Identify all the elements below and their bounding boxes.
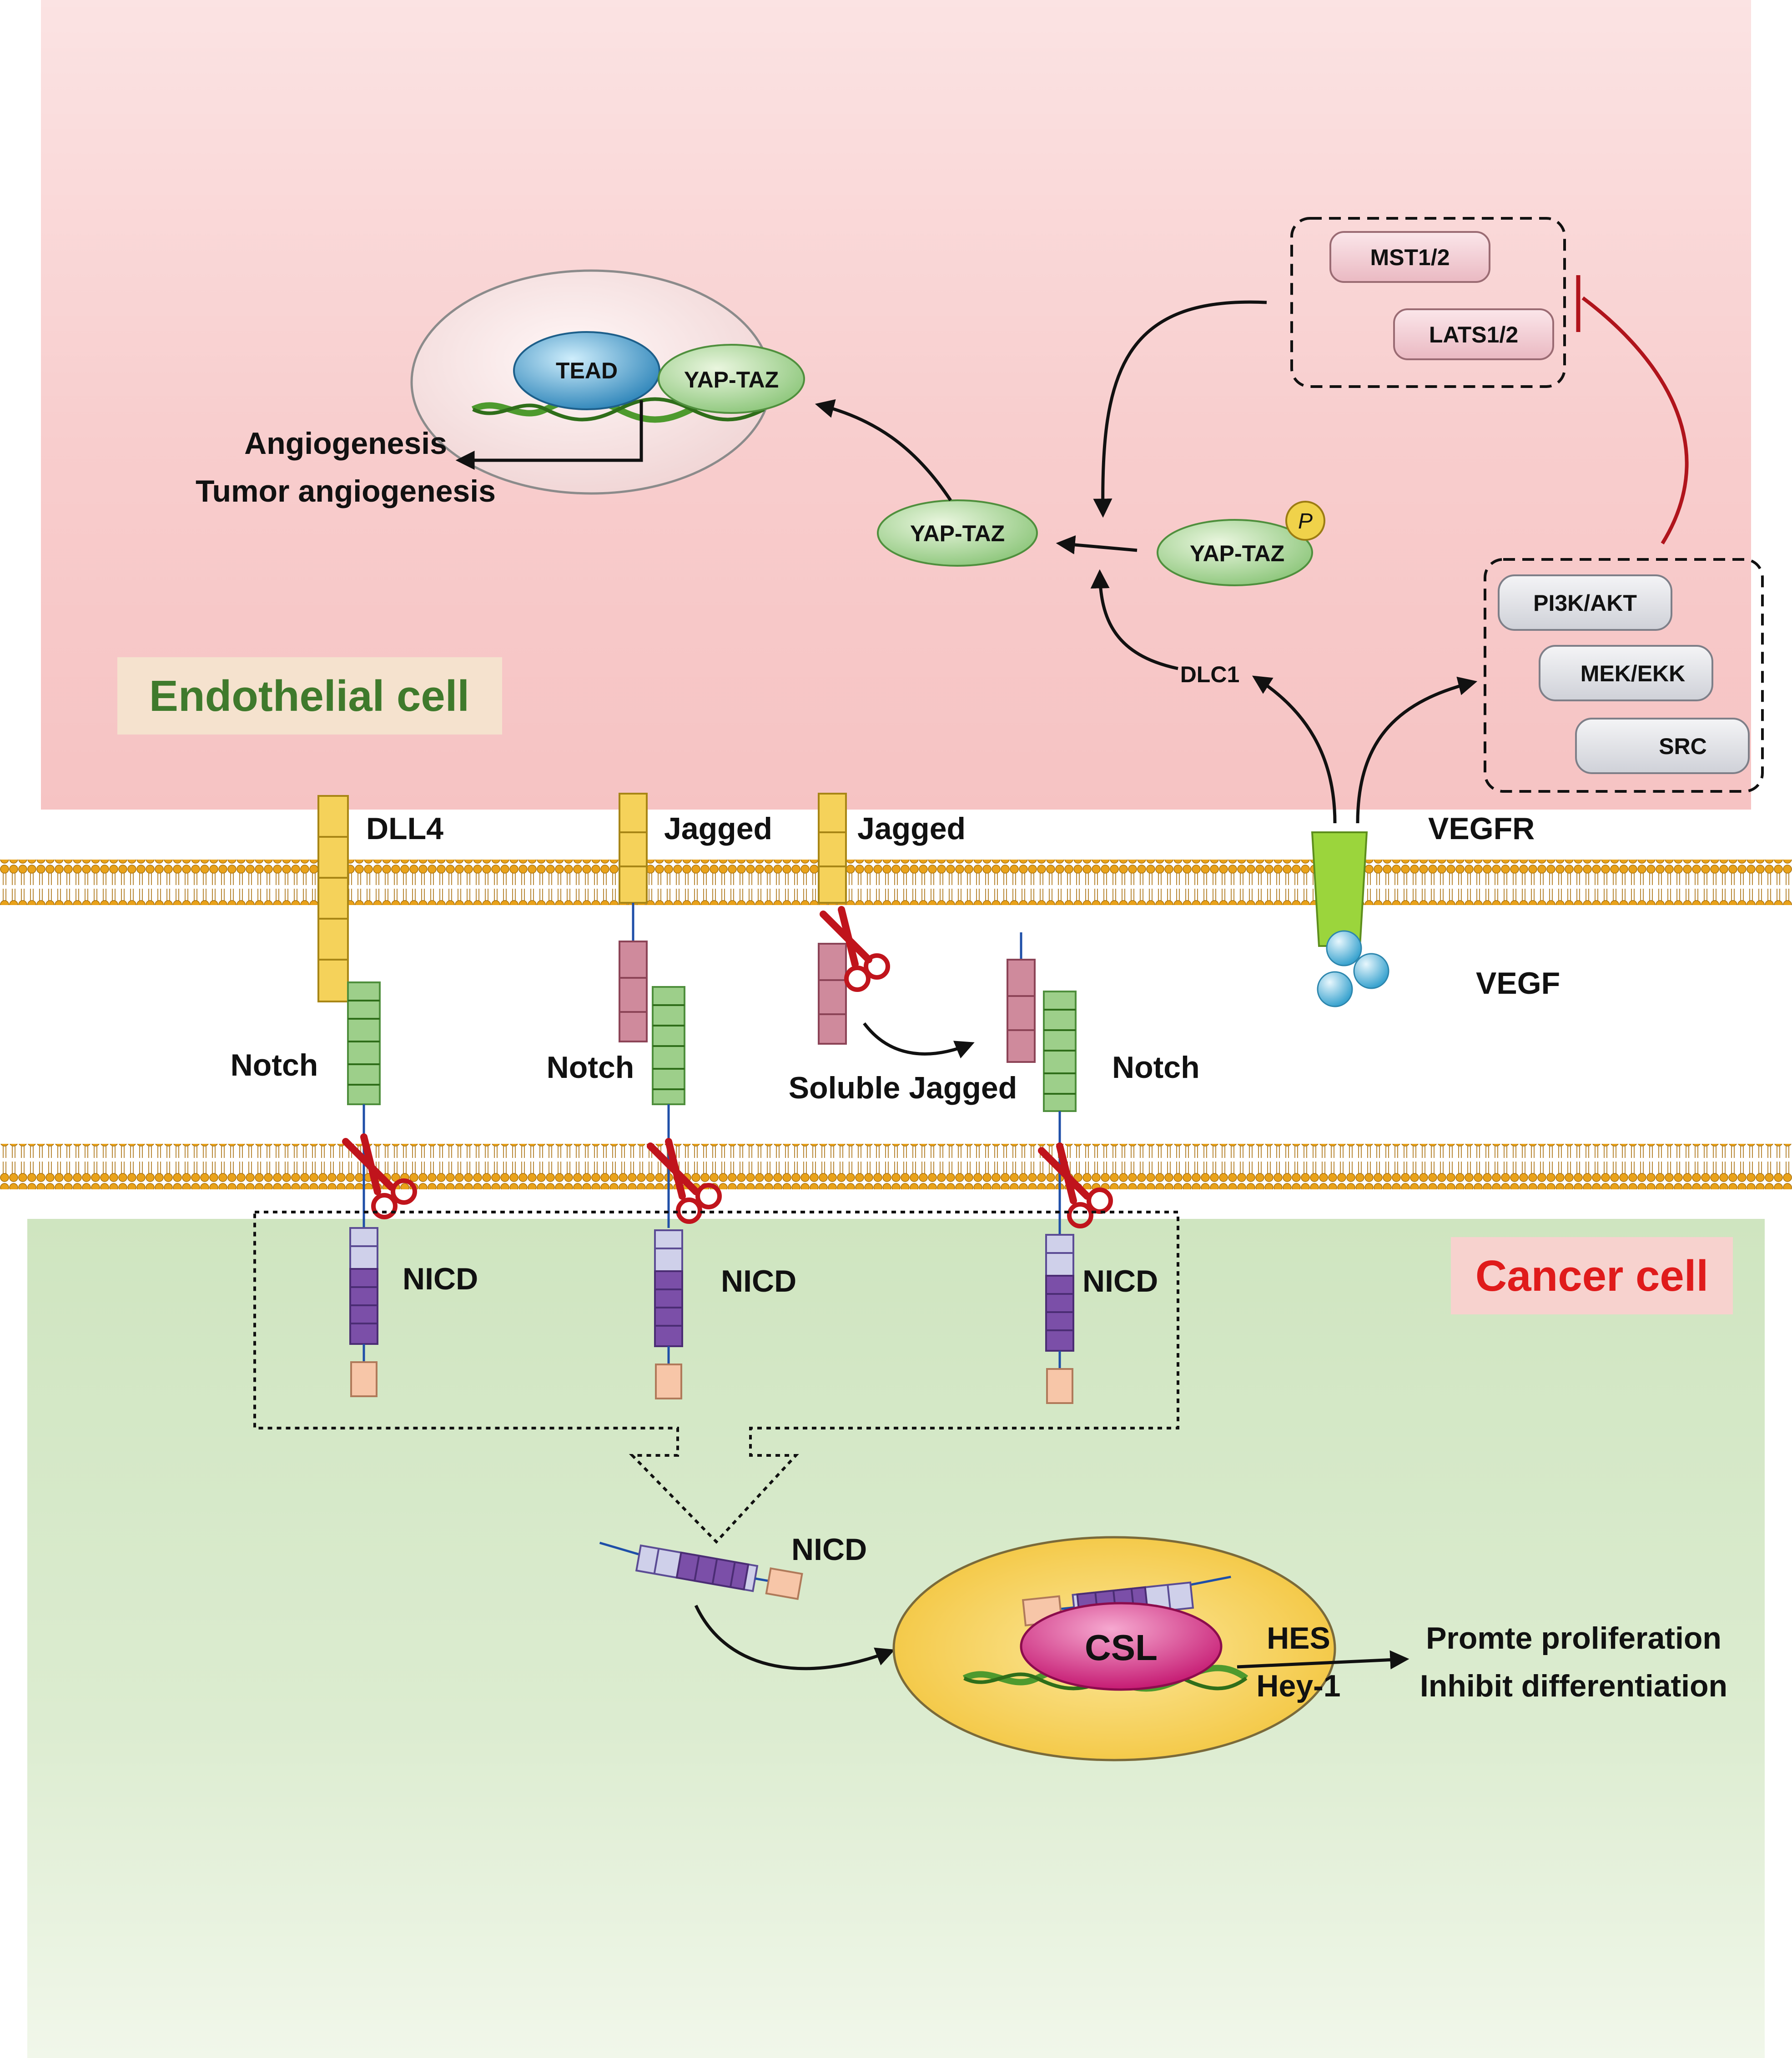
jagged-ligand-2 bbox=[818, 793, 847, 1045]
endothelial-label: Endothelial cell bbox=[149, 672, 469, 720]
dephospho-arrow bbox=[1056, 535, 1138, 554]
dll4-ligand bbox=[317, 795, 349, 1002]
mst12-pill bbox=[1329, 231, 1490, 283]
soluble-release-arrow bbox=[863, 1022, 975, 1059]
tead-protein bbox=[513, 331, 660, 410]
mst12-label: MST1/2 bbox=[1370, 245, 1450, 270]
soluble-jagged-label: Soluble Jagged bbox=[789, 1071, 1017, 1105]
yap-to-nucleus-arrow bbox=[815, 399, 952, 501]
yap-taz-phospho bbox=[1157, 519, 1313, 586]
inhibit-differentiation-label: Inhibit differentiation bbox=[1420, 1669, 1727, 1703]
hippo-to-yap-arrow bbox=[1093, 300, 1267, 518]
vegfr-receptor bbox=[1311, 831, 1368, 947]
hippo-kinase-box bbox=[1290, 217, 1566, 388]
vegf-ligand-1 bbox=[1326, 930, 1362, 966]
vegfr-to-kinase-arrow bbox=[1356, 676, 1478, 824]
yap-taz-free-label: YAP-TAZ bbox=[910, 521, 1005, 546]
bottom-membrane bbox=[0, 1144, 1792, 1189]
mek-ekk-label: MEK/EKK bbox=[1581, 661, 1686, 686]
csl-label: CSL bbox=[1085, 1627, 1158, 1668]
endothelial-label-bg bbox=[117, 657, 502, 735]
yap-taz-nuclear-label: YAP-TAZ bbox=[684, 367, 779, 392]
angiogenesis-arrow bbox=[455, 400, 643, 470]
yap-taz-free bbox=[877, 499, 1038, 567]
tead-label: TEAD bbox=[556, 358, 618, 383]
nicd-fragment-1 bbox=[349, 1227, 378, 1397]
nicd-dotted-box bbox=[253, 1211, 1179, 1544]
dlc1-to-yap-arrow bbox=[1090, 569, 1178, 670]
phosphate-label: P bbox=[1298, 509, 1313, 533]
vegf-label: VEGF bbox=[1476, 966, 1560, 1001]
dlc1-label: DLC1 bbox=[1180, 662, 1240, 687]
jagged-label-2: Jagged bbox=[857, 811, 966, 846]
gene-output-arrow bbox=[1237, 1650, 1409, 1670]
mek-ekk-pill bbox=[1539, 645, 1713, 701]
growth-kinase-box bbox=[1484, 558, 1764, 793]
vegfr-to-dlc1-arrow bbox=[1252, 675, 1337, 824]
src-label: SRC bbox=[1659, 734, 1707, 759]
notch-receptor-1 bbox=[347, 981, 381, 1228]
nicd-fragment-3 bbox=[1045, 1234, 1074, 1404]
nicd-label-free: NICD bbox=[791, 1532, 867, 1567]
csl-protein bbox=[1020, 1602, 1223, 1691]
vegfr-label: VEGFR bbox=[1428, 811, 1535, 846]
tumor-angiogenesis-label: Tumor angiogenesis bbox=[196, 474, 496, 508]
hey1-label: Hey-1 bbox=[1256, 1669, 1340, 1703]
scissors-icon-jagged bbox=[820, 906, 890, 992]
cancer-label: Cancer cell bbox=[1475, 1252, 1708, 1300]
phosphate-group bbox=[1285, 501, 1325, 541]
nicd-fragment-2 bbox=[654, 1229, 683, 1399]
vegf-ligand-2 bbox=[1353, 953, 1389, 989]
yap-taz-nuclear bbox=[658, 344, 805, 414]
inhibition-curve bbox=[1581, 296, 1689, 545]
nicd-label-2: NICD bbox=[721, 1264, 796, 1298]
vegf-ligand-3 bbox=[1317, 971, 1353, 1007]
jagged-label-1: Jagged bbox=[664, 811, 772, 846]
dll4-label: DLL4 bbox=[366, 811, 443, 846]
notch-label-2: Notch bbox=[547, 1050, 634, 1085]
nicd-free bbox=[599, 1541, 803, 1600]
pi3k-akt-pill bbox=[1498, 574, 1672, 631]
lats12-label: LATS1/2 bbox=[1429, 322, 1518, 347]
notch-label-1: Notch bbox=[231, 1048, 318, 1082]
nicd-label-3: NICD bbox=[1082, 1264, 1158, 1298]
scissors-icon-notch-2 bbox=[647, 1138, 722, 1224]
scissors-icon-notch-1 bbox=[342, 1133, 417, 1219]
hes-label: HES bbox=[1267, 1621, 1330, 1655]
src-pill bbox=[1575, 718, 1750, 774]
promote-proliferation-label: Promte proliferation bbox=[1426, 1621, 1722, 1655]
lats12-pill bbox=[1393, 308, 1554, 360]
top-membrane bbox=[0, 860, 1792, 905]
angiogenesis-label: Angiogenesis bbox=[244, 426, 447, 461]
scissors-icon-notch-3 bbox=[1038, 1142, 1113, 1228]
nicd-to-nucleus-arrow bbox=[694, 1605, 895, 1671]
pi3k-akt-label: PI3K/AKT bbox=[1533, 590, 1637, 616]
notch-receptor-2 bbox=[652, 986, 685, 1228]
notch-receptor-3 bbox=[1043, 991, 1077, 1235]
dna-helix-top-strand2 bbox=[472, 397, 765, 422]
yap-taz-phospho-label: YAP-TAZ bbox=[1190, 541, 1284, 566]
jagged-ligand-1 bbox=[619, 793, 648, 1042]
cancer-label-bg bbox=[1451, 1237, 1733, 1314]
notch-label-3: Notch bbox=[1112, 1050, 1200, 1085]
nicd-label-1: NICD bbox=[403, 1262, 478, 1296]
soluble-jagged-fragment bbox=[1007, 932, 1036, 1063]
